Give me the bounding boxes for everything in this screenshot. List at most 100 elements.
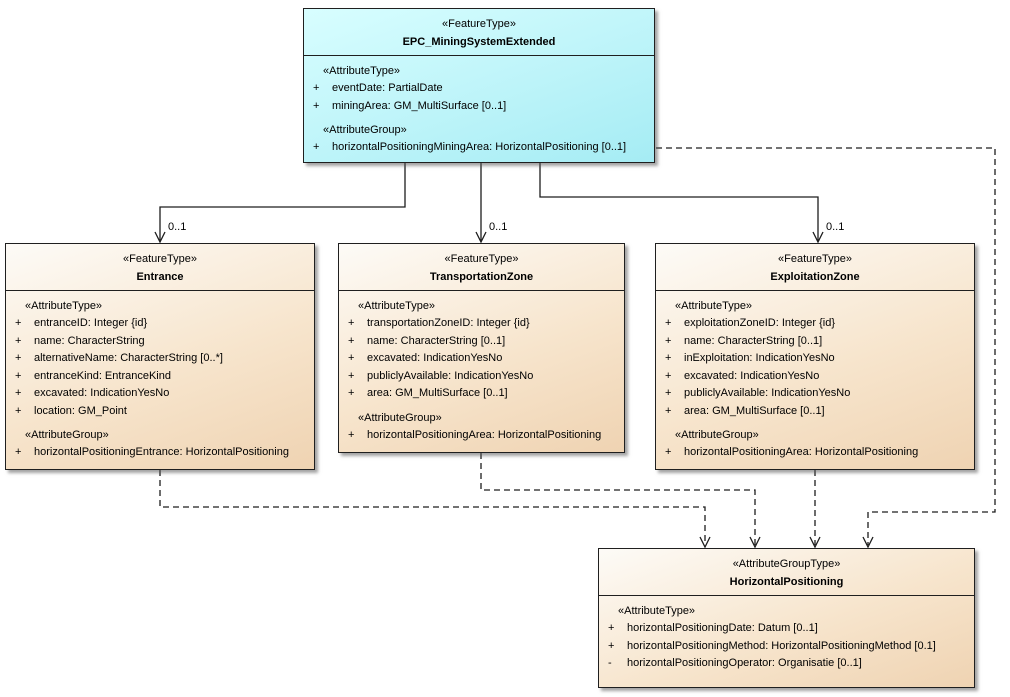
- attribute-text: entranceKind: EntranceKind: [34, 369, 171, 382]
- attribute-row: + excavated: IndicationYesNo: [12, 385, 310, 403]
- dependency-entrance-horizontalpositioning-line: [159, 470, 706, 545]
- visibility: +: [665, 317, 672, 329]
- class-header: «AttributeGroupType» HorizontalPositioni…: [599, 549, 974, 596]
- visibility: +: [313, 82, 320, 94]
- attribute-text: horizontalPositioningMiningArea: Horizon…: [332, 141, 627, 153]
- attribute-group-section-header: «AttributeGroup»: [358, 411, 442, 424]
- attribute-text: horizontalPositioningMethod: HorizontalP…: [627, 639, 936, 652]
- attribute-row: + horizontalPositioningDate: Datum [0..1]: [605, 620, 970, 638]
- attribute-row: + location: GM_Point: [12, 403, 310, 421]
- association-epc-entrance-arrowhead: [154, 231, 166, 244]
- association-epc-exploitationzone-arrowhead: [812, 231, 824, 244]
- attribute-section-header: «AttributeType»: [25, 300, 103, 312]
- attribute-text: horizontalPositioningEntrance: Horizonta…: [34, 446, 289, 458]
- attribute-group-section-header: «AttributeGroup»: [675, 429, 759, 441]
- class-transportationzone[interactable]: «FeatureType» TransportationZone «Attrib…: [338, 243, 625, 453]
- visibility: +: [15, 317, 22, 329]
- class-epc-miningsystemextended[interactable]: «FeatureType» EPC_MiningSystemExtended «…: [303, 8, 655, 163]
- class-attribute-compartment: «AttributeType» + horizontalPositioningDa…: [599, 596, 974, 677]
- class-stereotype: «FeatureType»: [778, 253, 852, 265]
- multiplicity-label-entrance: 0..1: [168, 221, 187, 233]
- attribute-row: +name: CharacterString [0..1]: [662, 333, 970, 351]
- attribute-text: area: GM_MultiSurface [0..1]: [367, 387, 508, 399]
- multiplicity-label-transportationzone: 0..1: [489, 221, 508, 233]
- visibility: +: [608, 622, 615, 634]
- visibility: +: [665, 404, 672, 417]
- class-stereotype: «FeatureType»: [123, 253, 197, 265]
- attribute-row: + area: GM_MultiSurface [0..1]: [662, 403, 970, 421]
- class-name: HorizontalPositioning: [729, 576, 844, 588]
- attribute-row: + exploitationZoneID: Integer {id}: [662, 315, 970, 333]
- visibility: +: [15, 369, 22, 382]
- class-header: «FeatureType» TransportationZone: [339, 244, 624, 291]
- dependency-entrance-horizontalpositioning-arrowhead: [699, 536, 711, 549]
- attribute-row: +inExploitation: IndicationYesNo: [662, 350, 970, 368]
- attribute-row: -horizontalPositioningOperator: Organisa…: [605, 655, 970, 673]
- class-attribute-compartment: «AttributeType» +eventDate: PartialDate …: [304, 56, 654, 161]
- visibility: +: [665, 352, 672, 364]
- class-header: «FeatureType» ExploitationZone: [656, 244, 974, 291]
- attribute-section-header: «AttributeType»: [675, 300, 753, 312]
- attribute-text: publiclyAvailable: IndicationYesNo: [684, 387, 851, 399]
- visibility: +: [313, 141, 320, 153]
- association-epc-entrance-line: [159, 163, 406, 241]
- class-name: TransportationZone: [429, 271, 534, 283]
- attribute-row: +horizontalPositioningEntrance: Horizont…: [12, 444, 310, 462]
- attribute-text: excavated: IndicationYesNo: [684, 369, 820, 382]
- visibility: +: [15, 352, 22, 364]
- visibility: +: [348, 428, 355, 441]
- association-epc-exploitationzone-line: [539, 163, 819, 241]
- attribute-text: excavated: IndicationYesNo: [34, 387, 170, 399]
- attribute-row: + horizontalPositioningArea: HorizontalPo…: [345, 427, 620, 445]
- class-name: Entrance: [136, 271, 184, 283]
- class-stereotype: «FeatureType»: [442, 18, 516, 30]
- attribute-row: + alternativeName: CharacterString [0..*]: [12, 350, 310, 368]
- dependency-exploitationzone-horizontalpositioning-arrowhead: [809, 536, 821, 549]
- attribute-text: excavated: IndicationYesNo: [367, 352, 503, 364]
- visibility: +: [348, 317, 355, 329]
- attribute-text: alternativeName: CharacterString [0..*]: [34, 352, 223, 364]
- attribute-section-header: «AttributeType»: [618, 605, 696, 617]
- attribute-row: +transportationZoneID: Integer {id}: [345, 315, 620, 333]
- visibility: +: [665, 369, 672, 382]
- attribute-row: + entranceKind: EntranceKind: [12, 368, 310, 386]
- visibility: +: [15, 334, 22, 347]
- attribute-row: +eventDate: PartialDate: [310, 80, 650, 98]
- attribute-text: exploitationZoneID: Integer {id}: [684, 317, 836, 329]
- class-entrance[interactable]: «FeatureType» Entrance «AttributeType» +…: [5, 243, 315, 470]
- class-stereotype: «AttributeGroupType»: [732, 558, 841, 570]
- class-attribute-compartment: «AttributeType» +transportationZoneID: I…: [339, 291, 624, 448]
- dependency-epc-horizontalpositioning-arrowhead: [862, 536, 874, 549]
- visibility: +: [665, 446, 672, 458]
- attribute-text: horizontalPositioningDate: Datum [0..1]: [627, 622, 818, 634]
- visibility: +: [15, 387, 22, 399]
- attribute-row: +area: GM_MultiSurface [0..1]: [345, 385, 620, 403]
- attribute-row: + entranceID: Integer {id}: [12, 315, 310, 333]
- attribute-text: area: GM_MultiSurface [0..1]: [684, 404, 825, 417]
- visibility: +: [608, 639, 615, 652]
- class-header: «FeatureType» EPC_MiningSystemExtended: [304, 9, 654, 56]
- class-horizontalpositioning[interactable]: «AttributeGroupType» HorizontalPositioni…: [598, 548, 975, 688]
- visibility: -: [608, 657, 612, 669]
- visibility: +: [313, 99, 320, 112]
- class-name: ExploitationZone: [770, 271, 860, 283]
- class-exploitationzone[interactable]: «FeatureType» ExploitationZone «Attribut…: [655, 243, 975, 470]
- attribute-section-header: «AttributeType»: [358, 300, 436, 312]
- visibility: +: [348, 352, 355, 364]
- attribute-text: miningArea: GM_MultiSurface [0..1]: [332, 99, 507, 112]
- visibility: +: [665, 387, 672, 399]
- attribute-text: entranceID: Integer {id}: [34, 317, 148, 329]
- dependency-transportationzone-horizontalpositioning-arrowhead: [749, 536, 761, 549]
- attribute-text: horizontalPositioningArea: HorizontalPos…: [367, 428, 602, 441]
- class-stereotype: «FeatureType»: [444, 253, 519, 265]
- attribute-text: horizontalPositioningArea: HorizontalPos…: [684, 446, 919, 458]
- visibility: +: [348, 369, 355, 382]
- visibility: +: [665, 334, 672, 347]
- attribute-text: location: GM_Point: [34, 404, 127, 417]
- attribute-row: + excavated: IndicationYesNo: [345, 350, 620, 368]
- attribute-row: +name: CharacterString: [12, 333, 310, 351]
- attribute-row: + publiclyAvailable: IndicationYesNo: [662, 385, 970, 403]
- attribute-row: + miningArea: GM_MultiSurface [0..1]: [310, 98, 650, 116]
- visibility: +: [15, 404, 22, 417]
